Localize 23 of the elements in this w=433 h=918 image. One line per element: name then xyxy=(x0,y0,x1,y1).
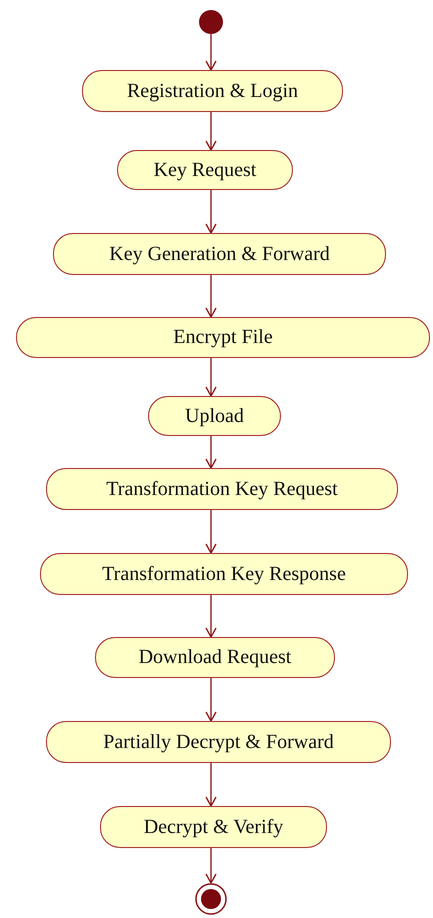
arrow xyxy=(205,848,217,884)
action-box: Transformation Key Response xyxy=(40,553,408,595)
arrow xyxy=(205,112,217,151)
action-box: Decrypt & Verify xyxy=(100,806,327,848)
end-node xyxy=(195,883,227,915)
arrow xyxy=(205,275,217,318)
arrow xyxy=(205,190,217,234)
action-box: Encrypt File xyxy=(16,317,430,358)
arrow xyxy=(205,763,217,807)
arrow xyxy=(205,678,217,722)
action-box: Upload xyxy=(148,396,281,436)
action-box: Download Request xyxy=(95,637,335,678)
action-box: Registration & Login xyxy=(82,70,343,112)
action-box: Partially Decrypt & Forward xyxy=(46,721,391,763)
arrow xyxy=(205,595,217,638)
action-box: Transformation Key Request xyxy=(46,468,398,510)
arrow xyxy=(205,436,217,469)
start-node xyxy=(199,10,223,34)
arrow xyxy=(205,34,217,71)
action-box: Key Request xyxy=(117,150,293,190)
action-box: Key Generation & Forward xyxy=(53,233,386,275)
arrow xyxy=(205,510,217,554)
arrow xyxy=(205,358,217,397)
